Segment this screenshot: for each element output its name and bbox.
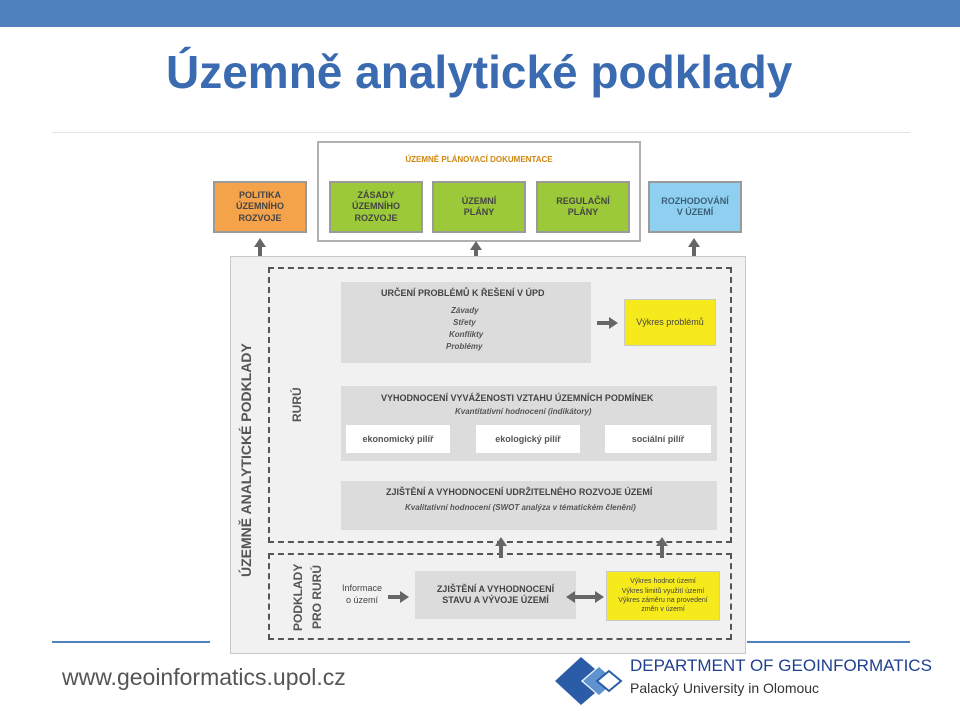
arrow-double-right <box>595 591 604 603</box>
arrow-double-left <box>566 591 575 603</box>
arrow-up-politika-shaft <box>258 247 262 259</box>
box-zasady-line2: ÚZEMNÍHO <box>352 201 400 212</box>
box-politika: POLITIKA ÚZEMNÍHO ROZVOJE <box>213 181 307 233</box>
informace-label: Informace o území <box>338 583 386 606</box>
arrow-up-stav-shaft <box>499 546 503 558</box>
vyvazenost-title: VYHODNOCENÍ VYVÁŽENOSTI VZTAHU ÚZEMNÍCH … <box>381 393 654 403</box>
box-zasady-line1: ZÁSADY <box>357 190 395 201</box>
podklady-label-line1: PODKLADY <box>291 563 305 631</box>
arrow-up-upd <box>470 241 482 250</box>
stav-line2: STAVU A VÝVOJE ÚZEMÍ <box>442 595 549 605</box>
vyvazenost-subtitle: Kvantitativní hodnocení (indikátory) <box>455 407 592 416</box>
box-politika-line1: POLITIKA <box>239 190 281 201</box>
urceni-item-problemy: Problémy <box>446 342 483 351</box>
box-uzemni-plany-line1: ÚZEMNÍ <box>461 195 497 206</box>
box-regulacni-plany-line1: REGULAČNÍ <box>556 195 610 206</box>
vykresy-box: Výkres hodnot území Výkres limitů využit… <box>606 571 720 621</box>
udrzitelny-subtitle: Kvalitativní hodnocení (SWOT analýza v t… <box>405 503 636 512</box>
urceni-title: URČENÍ PROBLÉMŮ K ŘEŠENÍ V ÚPD <box>381 288 545 298</box>
informace-line2: o území <box>345 594 378 605</box>
vykres-problemu-box: Výkres problémů <box>624 299 716 346</box>
arrow-right-stav-shaft <box>388 595 400 599</box>
box-zasady: ZÁSADY ÚZEMNÍHO ROZVOJE <box>329 181 423 233</box>
box-regulacni-plany: REGULAČNÍ PLÁNY <box>536 181 630 233</box>
box-politika-line3: ROZVOJE <box>238 212 282 223</box>
stav-box: ZJIŠTĚNÍ A VYHODNOCENÍ STAVU A VÝVOJE ÚZ… <box>415 571 576 619</box>
box-rozhodovani-line2: V ÚZEMÍ <box>676 207 714 217</box>
box-politika-line2: ÚZEMNÍHO <box>236 201 284 212</box>
arrow-up-upd-shaft <box>474 250 478 259</box>
footer-url[interactable]: www.geoinformatics.upol.cz <box>62 664 346 690</box>
vykresy-line4: změn v území <box>641 606 685 614</box>
arrow-right-stav <box>400 591 409 603</box>
urceni-item-strety: Střety <box>453 318 476 327</box>
vykresy-line1: Výkres hodnot území <box>630 578 696 586</box>
urceni-item-konflikty: Konflikty <box>449 330 484 339</box>
pillar-socialni: sociální pilíř <box>605 425 711 453</box>
upd-header: ÚZEMNĚ PLÁNOVACÍ DOKUMENTACE <box>405 155 553 164</box>
footer-department: DEPARTMENT OF GEOINFORMATICS <box>630 656 932 675</box>
arrow-up-vykresy-shaft <box>660 546 664 558</box>
arrow-up-stav <box>495 537 507 546</box>
stav-line1: ZJIŠTĚNÍ A VYHODNOCENÍ <box>436 583 555 594</box>
footer-university: Palacký University in Olomouc <box>630 680 820 696</box>
arrow-up-politika <box>254 238 266 247</box>
title-divider <box>52 132 910 133</box>
box-uzemni-plany-line2: PLÁNY <box>463 207 495 217</box>
arrow-up-rozhodovani <box>688 238 700 247</box>
pillar-ekologicky: ekologický pilíř <box>476 425 580 453</box>
vykresy-line3: Výkres záměru na provedení <box>618 597 708 604</box>
box-uzemni-plany: ÚZEMNÍ PLÁNY <box>432 181 526 233</box>
pillar-ekonomicky: ekonomický pilíř <box>346 425 450 453</box>
arrow-up-vykresy <box>656 537 668 546</box>
udrzitelny-title: ZJIŠTĚNÍ A VYHODNOCENÍ UDRŽITELNÉHO ROZV… <box>386 487 653 497</box>
informace-line1: Informace <box>341 583 383 593</box>
top-accent-bar <box>0 0 960 27</box>
urceni-item-zavady: Závady <box>451 306 479 315</box>
geoinformatics-logo-icon <box>555 657 623 705</box>
ruru-label: RURÚ <box>290 387 304 423</box>
slide-title: Územně analytické podklady <box>166 46 793 98</box>
urceni-box <box>341 282 591 363</box>
side-label-uap: ÚZEMNĚ ANALYTICKÉ PODKLADY <box>238 343 254 577</box>
box-rozhodovani-line1: ROZHODOVÁNÍ <box>661 195 729 206</box>
footer-line-right <box>747 641 910 643</box>
footer-line-left <box>52 641 210 643</box>
arrow-up-rozhodovani-shaft <box>692 247 696 259</box>
vykresy-line2: Výkres limitů využití území <box>621 587 705 595</box>
podklady-label-line2: PRO RURÚ <box>310 565 324 630</box>
box-rozhodovani: ROZHODOVÁNÍ V ÚZEMÍ <box>648 181 742 233</box>
arrow-right-vykres-shaft <box>597 321 609 325</box>
box-zasady-line3: ROZVOJE <box>354 212 398 223</box>
arrow-right-vykres <box>609 317 618 329</box>
box-regulacni-plany-line2: PLÁNY <box>567 207 599 217</box>
arrow-double-shaft <box>575 595 595 599</box>
udrzitelny-box <box>341 481 717 530</box>
